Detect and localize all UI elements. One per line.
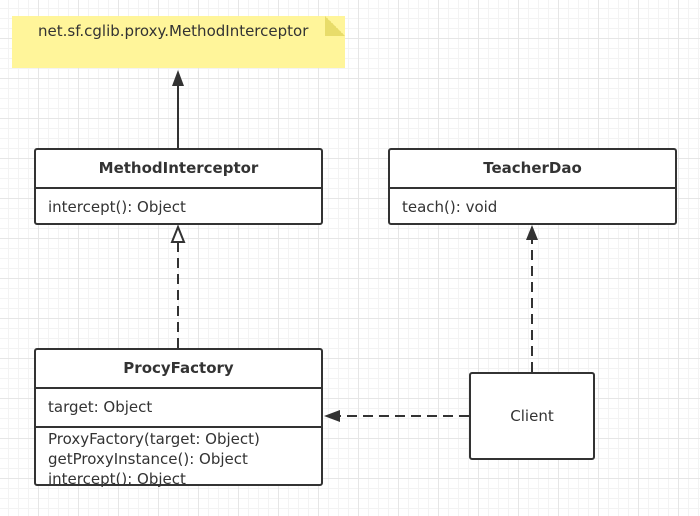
operation-item: ProxyFactory(target: Object) xyxy=(48,430,260,448)
class-method-interceptor[interactable]: MethodInterceptor intercept(): Object xyxy=(34,148,323,225)
operation-item: intercept(): Object xyxy=(48,198,186,216)
operation-item: teach(): void xyxy=(402,198,498,216)
arrowhead-note xyxy=(172,70,184,86)
operation-item: intercept(): Object xyxy=(48,470,186,488)
client-label: Client xyxy=(510,407,554,425)
operations-compartment: ProxyFactory(target: Object) getProxyIns… xyxy=(36,426,321,489)
attribute-item: target: Object xyxy=(48,398,153,416)
class-name: MethodInterceptor xyxy=(36,150,321,189)
operation-item: getProxyInstance(): Object xyxy=(48,450,248,468)
arrowhead-implements xyxy=(170,224,186,243)
class-name: ProcyFactory xyxy=(36,350,321,389)
note-text: net.sf.cglib.proxy.MethodInterceptor xyxy=(38,22,309,40)
note-fold-corner xyxy=(325,16,345,36)
arrowhead-teacherdao xyxy=(526,225,538,240)
package-note[interactable]: net.sf.cglib.proxy.MethodInterceptor xyxy=(12,16,345,68)
class-teacher-dao[interactable]: TeacherDao teach(): void xyxy=(388,148,677,225)
arrowhead-factory xyxy=(324,410,340,422)
class-procy-factory[interactable]: ProcyFactory target: Object ProxyFactory… xyxy=(34,348,323,489)
class-name: TeacherDao xyxy=(390,150,675,189)
client-box[interactable]: Client xyxy=(469,372,595,460)
